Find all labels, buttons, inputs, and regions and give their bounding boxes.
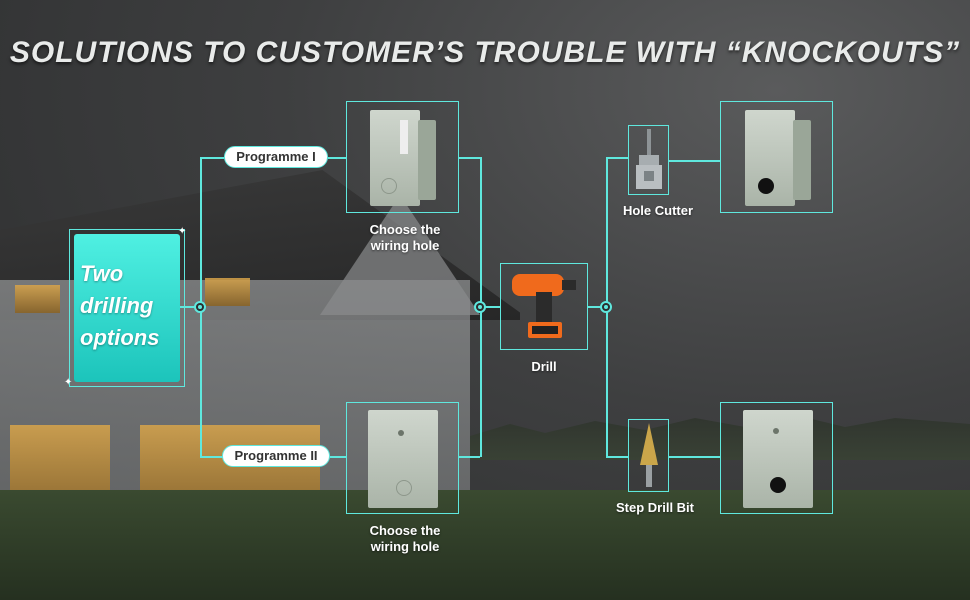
knockout-icon xyxy=(396,480,412,496)
page-title: SOLUTIONS TO CUSTOMER’S TROUBLE WITH “KN… xyxy=(9,36,961,69)
step-drill-bit-image xyxy=(640,423,658,487)
options-line-1: Two xyxy=(80,261,124,286)
options-card xyxy=(74,234,180,382)
connector-line xyxy=(480,306,500,308)
connector-line xyxy=(330,456,346,458)
connector-line xyxy=(200,157,224,159)
connector-line xyxy=(669,160,720,162)
connector-line xyxy=(588,306,606,308)
programme-1-label: Programme I xyxy=(224,146,328,168)
programme-2-label: Programme II xyxy=(222,445,330,467)
electrical-box-image xyxy=(743,410,813,508)
drill-image xyxy=(512,274,576,338)
drilled-hole-icon xyxy=(770,477,786,493)
skylight xyxy=(15,285,60,313)
result-1-image-frame xyxy=(720,101,833,213)
programme-2-caption: Choose the wiring hole xyxy=(369,523,441,554)
result-2-image-frame xyxy=(720,402,833,514)
connector-line xyxy=(458,456,480,458)
drilled-hole-icon xyxy=(758,178,774,194)
connector-line xyxy=(669,456,720,458)
hole-cutter-label: Hole Cutter xyxy=(622,203,694,218)
box-latch xyxy=(400,120,408,154)
connector-line xyxy=(200,456,224,458)
connector-line xyxy=(606,456,628,458)
connector-line xyxy=(328,157,346,159)
drill-image-frame xyxy=(500,263,588,350)
options-line-2: drilling xyxy=(80,293,154,318)
screw-hole-icon xyxy=(398,430,404,436)
step-drill-bit-label: Step Drill Bit xyxy=(615,500,694,515)
electrical-box-side xyxy=(793,120,811,200)
sparkle-icon: ✦ xyxy=(64,377,73,388)
lawn xyxy=(0,490,970,600)
sparkle-icon: ✦ xyxy=(178,226,187,237)
hole-cutter-image-frame xyxy=(628,125,669,195)
options-card-text: Two drilling options xyxy=(80,258,190,354)
connector-line xyxy=(458,157,480,159)
connector-line xyxy=(606,157,628,159)
junction-node xyxy=(474,301,486,313)
junction-node xyxy=(194,301,206,313)
junction-node xyxy=(600,301,612,313)
step-drill-bit-image-frame xyxy=(628,419,669,492)
drill-label: Drill xyxy=(531,359,557,374)
options-line-3: options xyxy=(80,325,160,350)
hole-cutter-image xyxy=(636,129,662,189)
programme-1-image-frame xyxy=(346,101,459,213)
electrical-box-side xyxy=(418,120,436,200)
programme-1-caption: Choose the wiring hole xyxy=(369,222,441,253)
connector-line xyxy=(180,306,200,308)
programme-2-image-frame xyxy=(346,402,459,514)
knockout-icon xyxy=(381,178,397,194)
options-card-frame xyxy=(69,229,185,387)
screw-hole-icon xyxy=(773,428,779,434)
electrical-box-image xyxy=(370,110,420,206)
skylight xyxy=(205,278,250,306)
